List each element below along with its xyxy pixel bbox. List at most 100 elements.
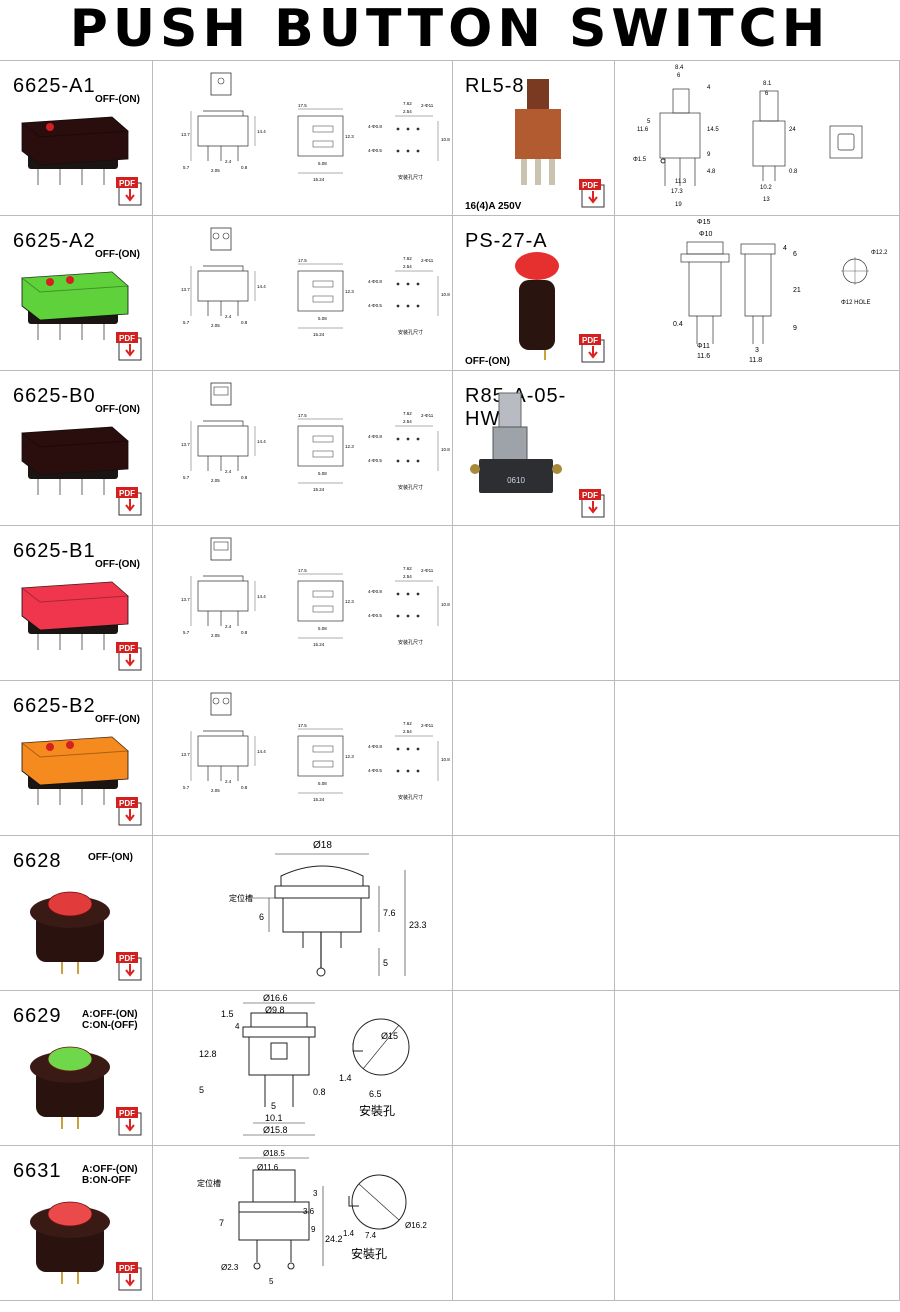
dimension-label: 1.5: [221, 1009, 234, 1019]
dimension-drawing: 17.513.714.47.622.542-Φ114-Φ0.84-Φ0.512.…: [181, 72, 450, 182]
model-number: 6625-B1: [13, 540, 96, 562]
product-cell: [452, 526, 614, 681]
pdf-download-icon[interactable]: PDF: [579, 334, 607, 364]
dimension-label: 15.24: [313, 177, 325, 182]
dimension-label: 17.3: [671, 189, 683, 195]
dimension-label: 4-Φ0.8: [368, 124, 382, 129]
dimension-label: 0.8: [241, 165, 248, 170]
product-rating: 16(4)A 250V: [465, 201, 522, 212]
model-number: 6631: [13, 1160, 62, 1182]
dimension-label: 11.3: [675, 179, 687, 185]
dimension-label: 2.4: [225, 624, 232, 629]
dimension-label: 1.4: [339, 1073, 352, 1083]
dimension-label: 2.54: [403, 264, 412, 269]
product-cell: [452, 681, 614, 836]
dimension-label: 12.3: [345, 444, 354, 449]
dimension-label: 13.7: [181, 597, 190, 602]
pdf-label: PDF: [582, 336, 598, 345]
product-photo: [30, 1046, 110, 1129]
drawing-cell: [614, 681, 900, 836]
dimension-label: 15.24: [313, 487, 325, 492]
dimension-label: 2.54: [403, 109, 412, 114]
drawing-canvas: 17.513.714.47.622.542-Φ114-Φ0.84-Φ0.512.…: [181, 382, 450, 492]
dimension-label: 6.5: [369, 1089, 382, 1099]
dimension-label: 4-Φ0.5: [368, 458, 382, 463]
dimension-label: Ø11.6: [257, 1163, 279, 1172]
pdf-download-icon[interactable]: PDF: [116, 487, 144, 517]
led-indicator: [46, 123, 54, 131]
dimension-label: 10.8: [441, 447, 450, 452]
dimension-label: 24: [789, 127, 796, 133]
dimension-label: 7.62: [403, 411, 412, 416]
dimension-label: Φ12 HOLE: [841, 300, 870, 306]
dimension-label: 2.4: [225, 469, 232, 474]
dimension-label: 10.2: [760, 185, 772, 191]
dimension-label: 2.05: [211, 633, 220, 638]
dimension-label: 7.62: [403, 721, 412, 726]
dimension-label: 5: [269, 1277, 274, 1286]
dimension-label: 7.62: [403, 101, 412, 106]
pdf-download-icon[interactable]: PDF: [116, 1262, 144, 1292]
model-number: 6629: [13, 1005, 62, 1027]
pdf-download-icon[interactable]: PDF: [116, 952, 144, 982]
dimension-label: 13.7: [181, 287, 190, 292]
switch-body: [519, 280, 555, 350]
pdf-download-icon[interactable]: PDF: [116, 642, 144, 672]
pdf-label: PDF: [582, 181, 598, 190]
dimension-label: 5.7: [183, 165, 190, 170]
dimension-label: 2.05: [211, 478, 220, 483]
drawing-cell: [614, 526, 900, 681]
dimension-label: 5.08: [318, 626, 327, 631]
dimension-label: 2-Φ11: [421, 258, 434, 263]
dimension-label: 0.8: [241, 320, 248, 325]
dimension-label: 6: [259, 912, 264, 922]
dimension-label: 2.54: [403, 729, 412, 734]
dimension-label: 12.3: [345, 599, 354, 604]
pdf-download-icon[interactable]: PDF: [579, 179, 607, 209]
pdf-download-icon[interactable]: PDF: [579, 489, 607, 519]
dimension-label: 3.6: [303, 1207, 315, 1216]
install-hole-note: 安装孔尺寸: [398, 794, 423, 801]
switch-function: A:OFF-(ON)B:ON-OFF: [82, 1164, 138, 1186]
switch-function: OFF-(ON): [95, 249, 140, 260]
product-photo: [515, 252, 559, 360]
dimension-label: 23.3: [409, 920, 427, 930]
install-hole-label: 安裝孔: [359, 1103, 395, 1118]
install-hole-note: 安装孔尺寸: [398, 484, 423, 491]
pdf-download-icon[interactable]: PDF: [116, 332, 144, 362]
dimension-label: 11.6: [697, 353, 710, 360]
install-hole-label: 安裝孔: [351, 1246, 387, 1261]
dimension-label: 14.4: [257, 129, 266, 134]
pdf-download-icon[interactable]: PDF: [116, 797, 144, 827]
dimension-label: Ø16.6: [263, 993, 288, 1003]
drawing-cell: [614, 991, 900, 1146]
dimension-label: 5.08: [318, 471, 327, 476]
switch-cap: [47, 1046, 93, 1072]
dimension-label: 2.4: [225, 159, 232, 164]
product-cell: [452, 991, 614, 1146]
dimension-label: 12.3: [345, 289, 354, 294]
pdf-download-icon[interactable]: PDF: [116, 1107, 144, 1137]
pdf-download-icon[interactable]: PDF: [116, 177, 144, 207]
dimension-drawing: 17.513.714.47.622.542-Φ114-Φ0.84-Φ0.512.…: [181, 227, 450, 337]
dimension-label: Ø9.8: [265, 1005, 285, 1015]
dimension-label: 4: [707, 85, 711, 91]
switch-cap: [515, 252, 559, 280]
dimension-label: 9: [793, 325, 797, 332]
